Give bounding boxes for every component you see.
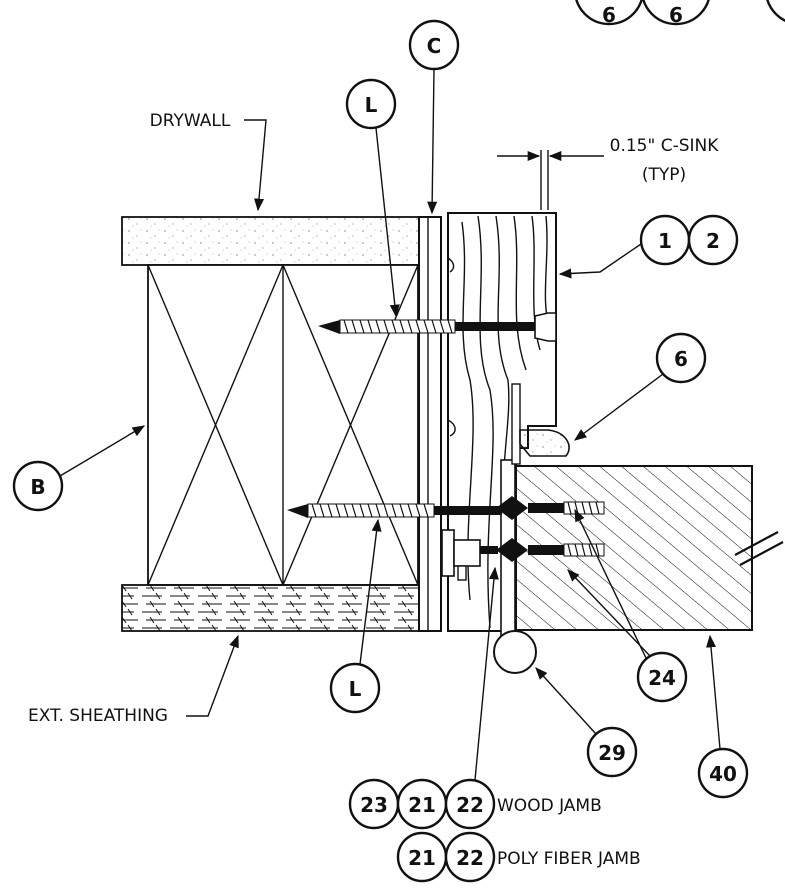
wood-jamb-callout: 23 21 22 WOOD JAMB — [348, 566, 602, 830]
bubble-l-bottom: L — [329, 518, 382, 714]
svg-text:C: C — [427, 34, 442, 58]
bubble-1-2: 1 2 — [558, 214, 739, 279]
weatherstrip-clip — [511, 383, 521, 465]
drywall-label: DRYWALL — [150, 111, 231, 131]
bubble-6-top-a: 6 — [602, 3, 616, 27]
csink-dimension — [497, 150, 604, 210]
wood-frame-member — [447, 212, 557, 632]
poly-fiber-jamb-callout: 21 22 POLY FIBER JAMB — [396, 831, 641, 883]
ext-sheathing-panel — [121, 584, 420, 632]
svg-text:L: L — [365, 93, 378, 117]
top-bubbles: 6 6 — [575, 0, 785, 27]
svg-text:23: 23 — [360, 793, 388, 817]
svg-text:1: 1 — [658, 229, 672, 253]
svg-text:2: 2 — [706, 229, 720, 253]
svg-text:29: 29 — [598, 741, 626, 765]
svg-text:21: 21 — [408, 793, 436, 817]
svg-text:22: 22 — [456, 846, 484, 870]
csink-label: 0.15" C-SINK — [610, 136, 720, 156]
seal-gasket-6 — [519, 429, 570, 457]
poly-fiber-jamb-label: POLY FIBER JAMB — [497, 849, 641, 869]
svg-text:22: 22 — [456, 793, 484, 817]
bubble-29: 29 — [535, 667, 638, 778]
svg-text:6: 6 — [674, 347, 688, 371]
svg-text:21: 21 — [408, 846, 436, 870]
wood-jamb-label: WOOD JAMB — [497, 796, 602, 816]
bubble-40: 40 — [697, 634, 749, 799]
bubble-24: 24 — [567, 508, 688, 703]
typ-label: (TYP) — [642, 165, 686, 185]
screw-24-upper — [496, 496, 605, 520]
break-symbol — [734, 531, 784, 566]
ext-sheathing-label: EXT. SHEATHING — [28, 706, 168, 726]
stud-framing — [147, 264, 419, 586]
svg-text:40: 40 — [709, 762, 737, 786]
bubble-l-top: L — [345, 78, 400, 318]
screw-l-upper — [318, 312, 557, 342]
svg-text:L: L — [349, 677, 362, 701]
bubble-c: C — [408, 19, 460, 215]
bulb-seal-29 — [493, 630, 537, 674]
jamb-bracket — [441, 529, 481, 581]
screw-24-lower — [478, 538, 605, 562]
bubble-6-top-b: 6 — [669, 3, 683, 27]
bubble-b: B — [12, 425, 146, 512]
c-plate — [418, 216, 442, 632]
screw-l-lower — [287, 503, 502, 518]
drywall-panel — [121, 216, 420, 266]
svg-text:24: 24 — [648, 666, 676, 690]
bubble-6: 6 — [573, 332, 707, 441]
svg-text:B: B — [30, 475, 45, 499]
